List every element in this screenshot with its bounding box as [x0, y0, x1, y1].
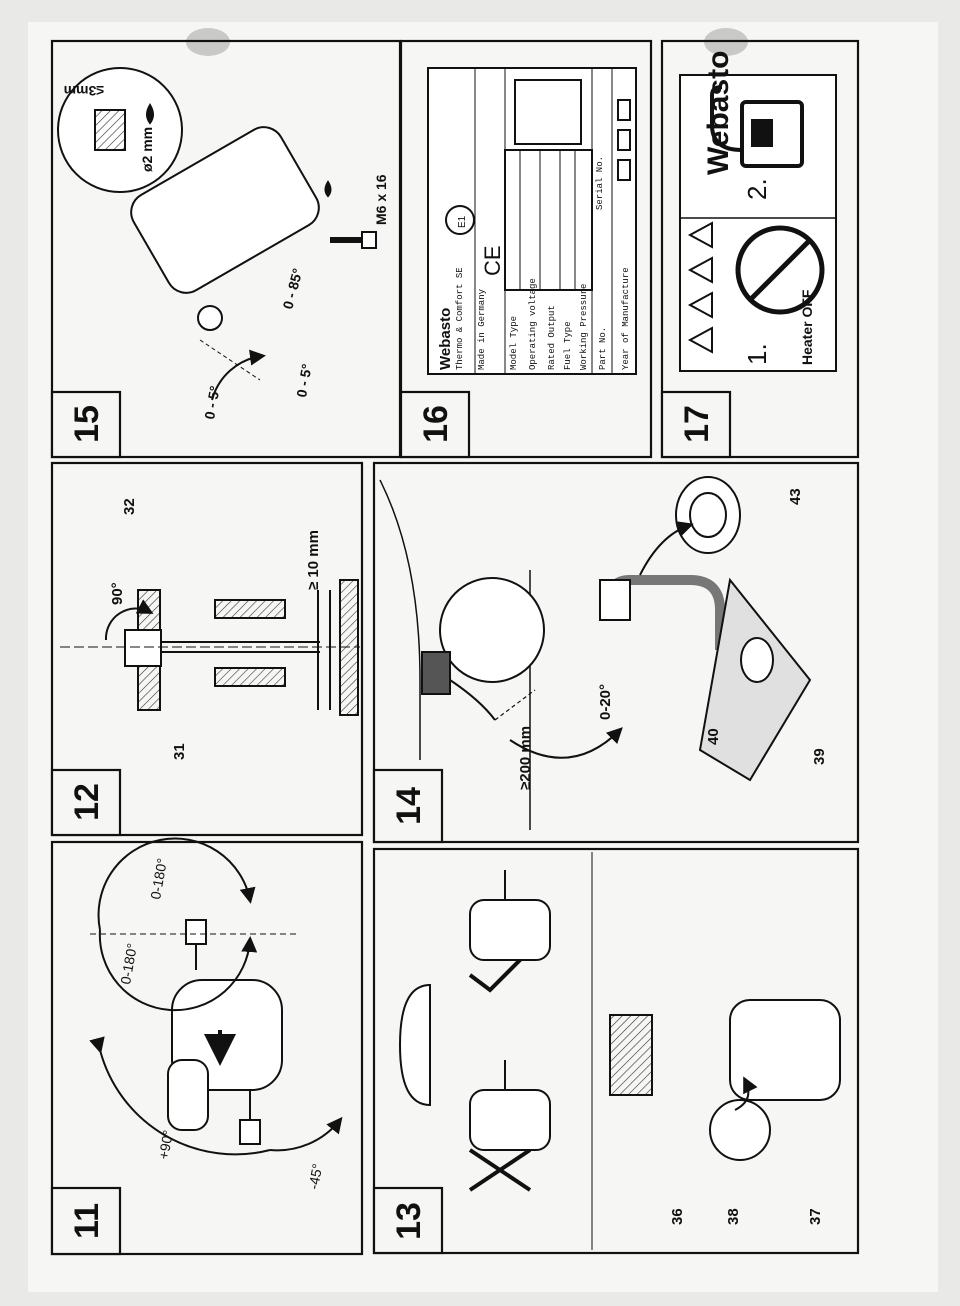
plate-e-mark: E1	[457, 215, 468, 228]
panel-12-diagram	[60, 579, 360, 716]
panel-13-diagram	[398, 852, 841, 1250]
drop-icon	[324, 180, 332, 198]
bolt-icon	[361, 231, 377, 249]
panel-12-part-b: 32	[121, 498, 138, 515]
panel-11-angle-plus: +90°	[155, 1129, 176, 1161]
panel-11-angle-a: 0-180°	[117, 942, 140, 986]
read-manual-icon	[687, 291, 713, 319]
panel-16-type-plate	[427, 67, 637, 375]
panel-15-diagram	[57, 67, 377, 401]
panel-16-number: 16	[417, 405, 455, 443]
panel-12-min-gap: ≥ 10 mm	[305, 530, 322, 590]
car-icon	[398, 983, 431, 1107]
wheel-icon	[439, 577, 545, 683]
panel-13-part-b: 38	[725, 1208, 742, 1225]
panel-14-part-a: 40	[705, 728, 722, 745]
plate-field-3: Fuel Type	[563, 321, 573, 370]
panel-15-clearance: ≤3mm	[64, 83, 104, 99]
panel-11-diagram	[89, 837, 343, 1156]
panel-14-part-c: 43	[787, 488, 804, 505]
panel-13-number: 13	[390, 1202, 428, 1240]
plate-origin: Made in Germany	[477, 288, 487, 370]
panel-11-angle-minus: -45°	[305, 1162, 325, 1190]
clamp-icon	[709, 1099, 771, 1161]
label-step2: 2.	[742, 178, 772, 200]
silencer-icon	[729, 999, 841, 1101]
panel-14-part-b: 39	[811, 748, 828, 765]
fuel-pump-icon	[740, 100, 804, 168]
panel-13-part-a: 36	[669, 1208, 686, 1225]
panel-12-part-a: 31	[171, 743, 188, 760]
plate-brand: Webasto	[437, 308, 454, 370]
panel-17-label	[679, 74, 837, 372]
panel-15-number: 15	[68, 405, 106, 443]
panel-11-number: 11	[68, 1203, 106, 1239]
panel-17-number: 17	[678, 405, 716, 443]
plate-serial-no: Serial No.	[595, 156, 605, 210]
panel-17-frame	[660, 39, 860, 459]
heater-icon	[130, 126, 320, 294]
panel-12-number: 12	[68, 783, 106, 821]
plate-field-1: Operating voltage	[528, 278, 538, 370]
panel-13-part-c: 37	[807, 1208, 824, 1225]
panel-15-bolt: M6 x 16	[373, 174, 389, 225]
plate-product: Thermo & Comfort SE	[455, 267, 465, 370]
panel-14-number: 14	[390, 787, 428, 825]
wrong-mark-icon	[468, 1148, 532, 1192]
no-heater-icon	[735, 225, 825, 315]
panel-11-angle-b: 0-180°	[147, 857, 170, 901]
panel-13-frame	[372, 847, 860, 1255]
panel-15-hole: ø2 mm	[139, 127, 155, 172]
label-step1: 1.	[742, 343, 772, 365]
drop-icon	[146, 103, 154, 125]
plate-year: Year of Manufacture	[621, 267, 631, 370]
seal-ring-icon	[675, 476, 741, 554]
plate-field-4: Working Pressure	[579, 284, 589, 370]
panel-12-frame	[50, 461, 364, 837]
plate-field-0: Model Type	[509, 316, 519, 370]
warning-icon	[687, 326, 713, 354]
plate-part-no: Part No.	[598, 327, 608, 370]
panel-11-frame	[50, 840, 364, 1256]
panel-14-diagram	[379, 476, 812, 830]
panel-16-frame	[399, 39, 653, 459]
panel-14-frame	[372, 461, 860, 844]
fire-icon	[687, 221, 713, 249]
right-mark-icon	[468, 948, 532, 993]
plate-field-2: Rated Output	[547, 305, 557, 370]
panel-12-angle: 90°	[109, 582, 126, 605]
panel-14-min-dist: ≥200 mm	[517, 726, 534, 790]
panel-15-angle-a: 0 - 5°	[201, 385, 223, 421]
panel-15-angle-b: 0 - 5°	[293, 363, 315, 399]
label-brand: Webasto	[702, 51, 735, 175]
panel-14-angle: 0-20°	[597, 684, 614, 720]
plate-ce-mark: CE	[480, 245, 505, 276]
label-heater-off: Heater OFF	[799, 289, 815, 365]
warning-icon	[687, 256, 713, 284]
